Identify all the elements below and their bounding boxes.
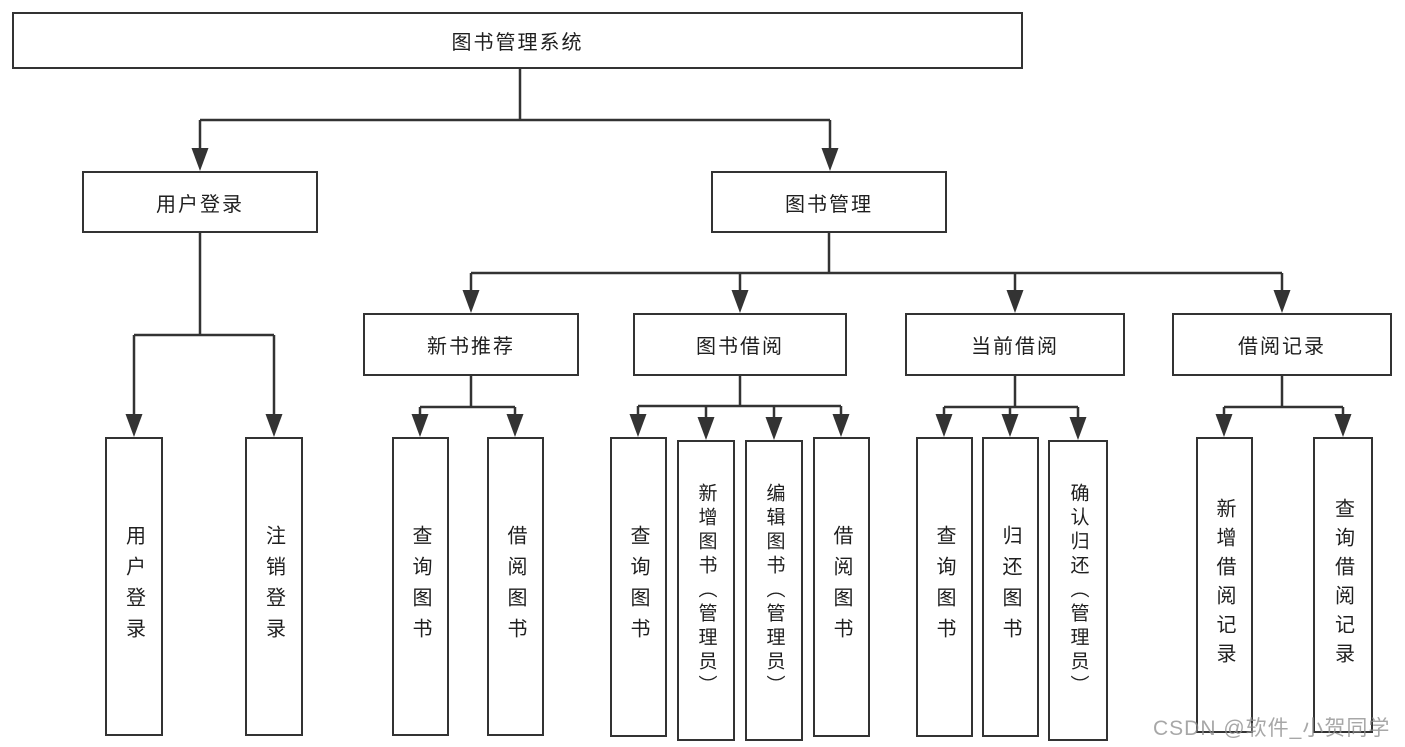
leaf-return-book: 归还图书 [982,437,1039,737]
arrowheads [125,148,1352,440]
leaf-add-book-admin: 新增图书（管理员） [677,440,735,741]
leaf-edit-book-admin: 编辑图书（管理员） [745,440,803,741]
node-book-mgmt: 图书管理 [711,171,947,233]
node-new-book-rec: 新书推荐 [363,313,579,376]
node-user-login: 用户登录 [82,171,318,233]
leaf-query-book-current: 查询图书 [916,437,973,737]
node-current-borrow: 当前借阅 [905,313,1125,376]
leaf-query-borrow-record: 查询借阅记录 [1313,437,1373,733]
leaf-query-book-rec: 查询图书 [392,437,449,736]
leaf-query-book-borrow: 查询图书 [610,437,667,737]
leaf-logout: 注销登录 [245,437,303,736]
leaf-borrow-book-rec: 借阅图书 [487,437,544,736]
leaf-user-login: 用户登录 [105,437,163,736]
node-borrow-records: 借阅记录 [1172,313,1392,376]
leaf-borrow-book-borrow: 借阅图书 [813,437,870,737]
leaf-add-borrow-record: 新增借阅记录 [1196,437,1253,733]
csdn-watermark: CSDN @软件_小贺同学 [1153,717,1391,740]
node-root: 图书管理系统 [12,12,1023,69]
node-book-borrow: 图书借阅 [633,313,847,376]
leaf-confirm-return-admin: 确认归还（管理员） [1048,440,1108,741]
